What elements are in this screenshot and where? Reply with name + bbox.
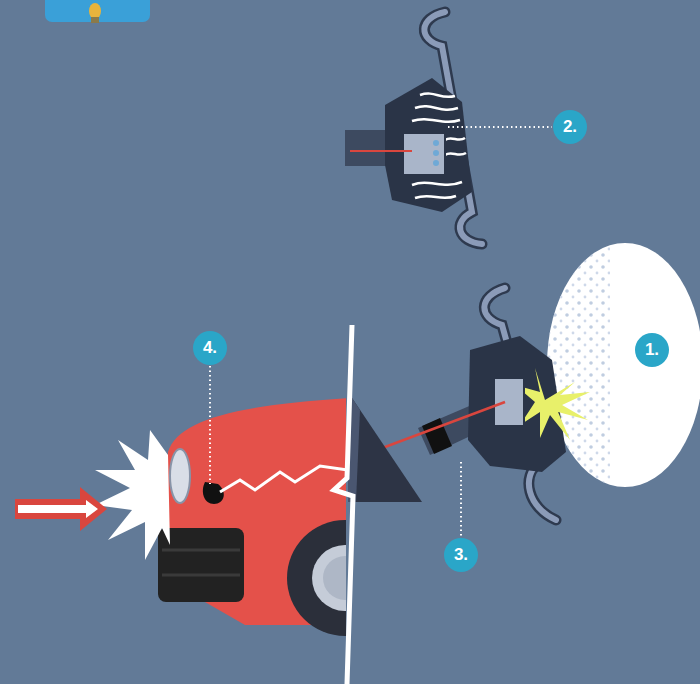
windshield xyxy=(348,392,422,502)
callout-number: 2. xyxy=(553,110,587,144)
steering-wheel-deployed xyxy=(345,243,700,520)
callout-number: 4. xyxy=(193,331,227,365)
impact-burst xyxy=(95,430,170,560)
car-front xyxy=(158,398,346,636)
callout-number: 1. xyxy=(635,333,669,367)
callout-number: 3. xyxy=(444,538,478,572)
leader-lines xyxy=(210,127,552,538)
divider-line xyxy=(334,325,353,684)
bulb-fragment xyxy=(45,0,150,23)
steering-wheel-folded xyxy=(345,12,482,244)
impact-arrow xyxy=(15,487,107,531)
